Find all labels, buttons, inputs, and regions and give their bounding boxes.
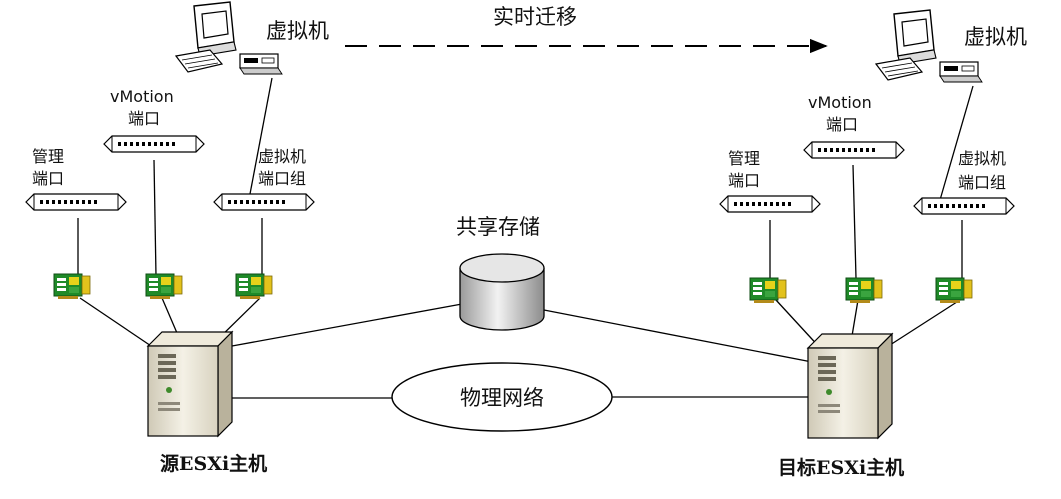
nic-icon xyxy=(935,277,973,304)
source-mgmt-port: 管理 端口 xyxy=(25,147,127,211)
physical-network-label: 物理网络 xyxy=(460,386,544,410)
target-vmotion-port-label-line1: vMotion xyxy=(808,93,872,112)
switch-icon xyxy=(913,197,1015,215)
target-mgmt-port: 管理 端口 xyxy=(719,149,821,213)
network-cloud-icon xyxy=(391,362,613,432)
source-vm-portgroup-label-line1: 虚拟机 xyxy=(258,147,306,166)
nic-icon xyxy=(53,273,91,300)
source-vmotion-port-label-line1: vMotion xyxy=(110,87,174,106)
nic-icon xyxy=(235,273,273,300)
server-icon xyxy=(807,333,893,439)
target-mgmt-port-label-line2: 端口 xyxy=(728,171,760,190)
target-mgmt-port-label-line1: 管理 xyxy=(728,149,760,168)
nic-icon xyxy=(749,277,787,304)
source-vmotion-port: vMotion 端口 xyxy=(103,87,205,153)
target-host-label: 目标ESXi主机 xyxy=(778,457,904,479)
target-vm-portgroup-label-line1: 虚拟机 xyxy=(958,149,1006,168)
source-mgmt-port-label-line1: 管理 xyxy=(32,147,64,166)
nic-icon xyxy=(845,277,883,304)
target-vmotion-port-label-line2: 端口 xyxy=(826,115,858,134)
switch-icon xyxy=(25,193,127,211)
physical-network: 物理网络 xyxy=(391,362,613,432)
switch-icon xyxy=(213,193,315,211)
storage-icon xyxy=(459,253,545,331)
target-vm-label: 虚拟机 xyxy=(964,25,1027,49)
target-esxi-host: 目标ESXi主机 xyxy=(778,333,904,479)
switch-icon xyxy=(803,141,905,159)
shared-storage-label: 共享存储 xyxy=(456,215,540,239)
migration-label: 实时迁移 xyxy=(493,5,577,29)
source-vm-label: 虚拟机 xyxy=(266,19,329,43)
source-vm-portgroup-label-line2: 端口组 xyxy=(258,169,306,188)
server-icon xyxy=(147,331,233,437)
switch-icon xyxy=(103,135,205,153)
connection-lines xyxy=(77,77,974,399)
source-esxi-host: 源ESXi主机 xyxy=(147,331,267,475)
source-vm-portgroup: 虚拟机 端口组 xyxy=(213,147,315,211)
source-vmotion-port-label-line2: 端口 xyxy=(128,109,160,128)
switch-icon xyxy=(719,195,821,213)
source-vm: 虚拟机 xyxy=(175,1,329,75)
shared-storage: 共享存储 xyxy=(456,215,545,331)
target-vm: 虚拟机 xyxy=(875,9,1027,83)
target-vm-portgroup-label-line2: 端口组 xyxy=(958,173,1006,192)
target-vm-portgroup: 虚拟机 端口组 xyxy=(913,149,1015,215)
source-host-label: 源ESXi主机 xyxy=(160,452,267,475)
target-vmotion-port: vMotion 端口 xyxy=(803,93,905,159)
source-mgmt-port-label-line2: 端口 xyxy=(32,169,64,188)
nic-icon xyxy=(145,273,183,300)
